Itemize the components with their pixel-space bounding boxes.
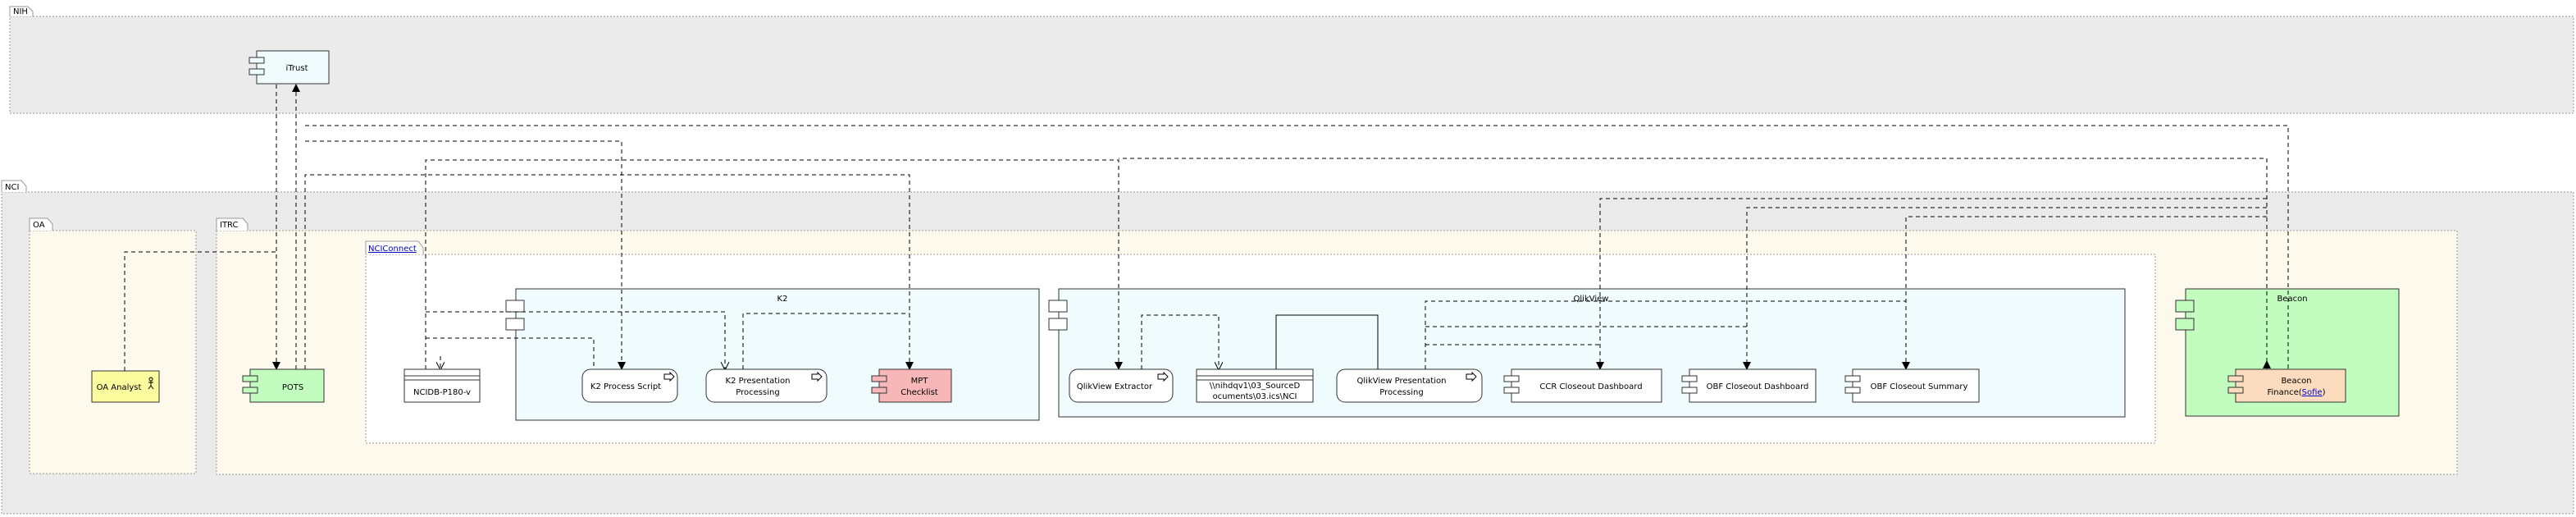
sourced-path-line2: ocuments\03.ics\NCI: [1213, 392, 1297, 401]
mpt-line1: MPT: [911, 377, 929, 386]
oa-analyst-label: OA Analyst: [97, 383, 142, 392]
beacon-finance-line1: Beacon: [2281, 377, 2311, 386]
sourced-path-node[interactable]: \\nihdqv1\03_SourceD ocuments\03.ics\NCI: [1196, 368, 1314, 403]
actor-icon: [148, 377, 154, 390]
k2-process-script[interactable]: K2 Process Script: [581, 368, 678, 403]
link-pots-mpt: [304, 174, 914, 370]
beacon-finance-text: Finance(: [2268, 388, 2302, 397]
qpp-line1: QlikView Presentation: [1357, 377, 1447, 386]
pots-component[interactable]: POTS: [242, 368, 325, 403]
oa-analyst-component[interactable]: OA Analyst: [91, 370, 160, 403]
link-oa-analyst-pots: [124, 251, 276, 371]
process-arrow-icon: [1466, 371, 1477, 382]
sourced-path-line1: \\nihdqv1\03_SourceD: [1210, 382, 1301, 391]
obf-closeout-dashboard[interactable]: OBF Closeout Dashboard: [1681, 368, 1817, 403]
obf-summary-label: OBF Closeout Summary: [1871, 382, 1968, 391]
nih-zone-label: NIH: [13, 7, 28, 16]
qlikview-presentation-processing[interactable]: QlikView Presentation Processing: [1336, 368, 1483, 403]
k2-presentation-line2: Processing: [736, 388, 779, 397]
ncidb-label: NCIDB-P180-v: [413, 388, 471, 397]
ccr-dashboard-label: CCR Closeout Dashboard: [1539, 382, 1642, 391]
link-path-qpp: [1275, 314, 1379, 369]
connections: [124, 84, 2289, 371]
qlikview-extractor[interactable]: QlikView Extractor: [1069, 368, 1174, 403]
mpt-line2: Checklist: [900, 388, 938, 397]
nih-zone: NIH: [9, 6, 2574, 114]
sofie-link[interactable]: Sofie: [2302, 388, 2323, 397]
k2-presentation-processing[interactable]: K2 Presentation Processing: [705, 368, 828, 403]
k2-package-label: K2: [777, 295, 788, 304]
k2-process-script-label: K2 Process Script: [590, 382, 661, 391]
link-k2pp-mpt: [742, 313, 910, 369]
beacon-package: Beacon: [2175, 288, 2400, 417]
oa-zone: OA: [29, 217, 197, 474]
process-arrow-icon: [811, 371, 823, 382]
ncidb-component[interactable]: NCIDB-P180-v: [403, 368, 481, 403]
nciconnect-link[interactable]: NCIConnect: [368, 245, 417, 254]
qlikview-extractor-label: QlikView Extractor: [1077, 382, 1153, 391]
itrust-label: iTrust: [286, 64, 308, 73]
process-arrow-icon: [663, 371, 675, 382]
link-qpp-ccr: [1425, 300, 1907, 369]
oa-zone-label: OA: [33, 221, 45, 230]
link-pots-extractor: [305, 125, 2289, 369]
link-ncidb-k2: [426, 311, 725, 369]
qpp-line2: Processing: [1379, 388, 1423, 397]
beacon-finance-suffix: ): [2323, 388, 2326, 397]
beacon-package-label: Beacon: [2277, 295, 2307, 304]
beacon-finance-line2: Finance(Sofie): [2268, 388, 2326, 397]
mpt-checklist-component[interactable]: MPT Checklist: [871, 368, 952, 403]
link-ncidb-up: [425, 159, 1123, 370]
ccr-closeout-dashboard[interactable]: CCR Closeout Dashboard: [1503, 368, 1662, 403]
qlikview-package-label: QlikView: [1574, 295, 1609, 304]
nci-zone-label: NCI: [5, 183, 19, 192]
link-extractor-path: [1141, 314, 1219, 369]
beacon-finance-component[interactable]: Beacon Finance(Sofie): [2227, 368, 2346, 403]
obf-dashboard-label: OBF Closeout Dashboard: [1707, 382, 1809, 391]
itrc-zone-label: ITRC: [220, 221, 239, 230]
obf-closeout-summary[interactable]: OBF Closeout Summary: [1844, 368, 1980, 403]
process-arrow-icon: [1157, 371, 1169, 382]
itrust-component[interactable]: iTrust: [248, 50, 330, 85]
link-pots-k2script: [305, 140, 626, 370]
link-beacon-obf: [1743, 207, 2267, 370]
link-beacon-ccr: [1596, 198, 2267, 370]
k2-presentation-line1: K2 Presentation: [726, 377, 791, 386]
link-beacon-up: [1119, 158, 2268, 369]
link-beacon-obfsum: [1902, 216, 2267, 370]
pots-label: POTS: [282, 383, 303, 392]
